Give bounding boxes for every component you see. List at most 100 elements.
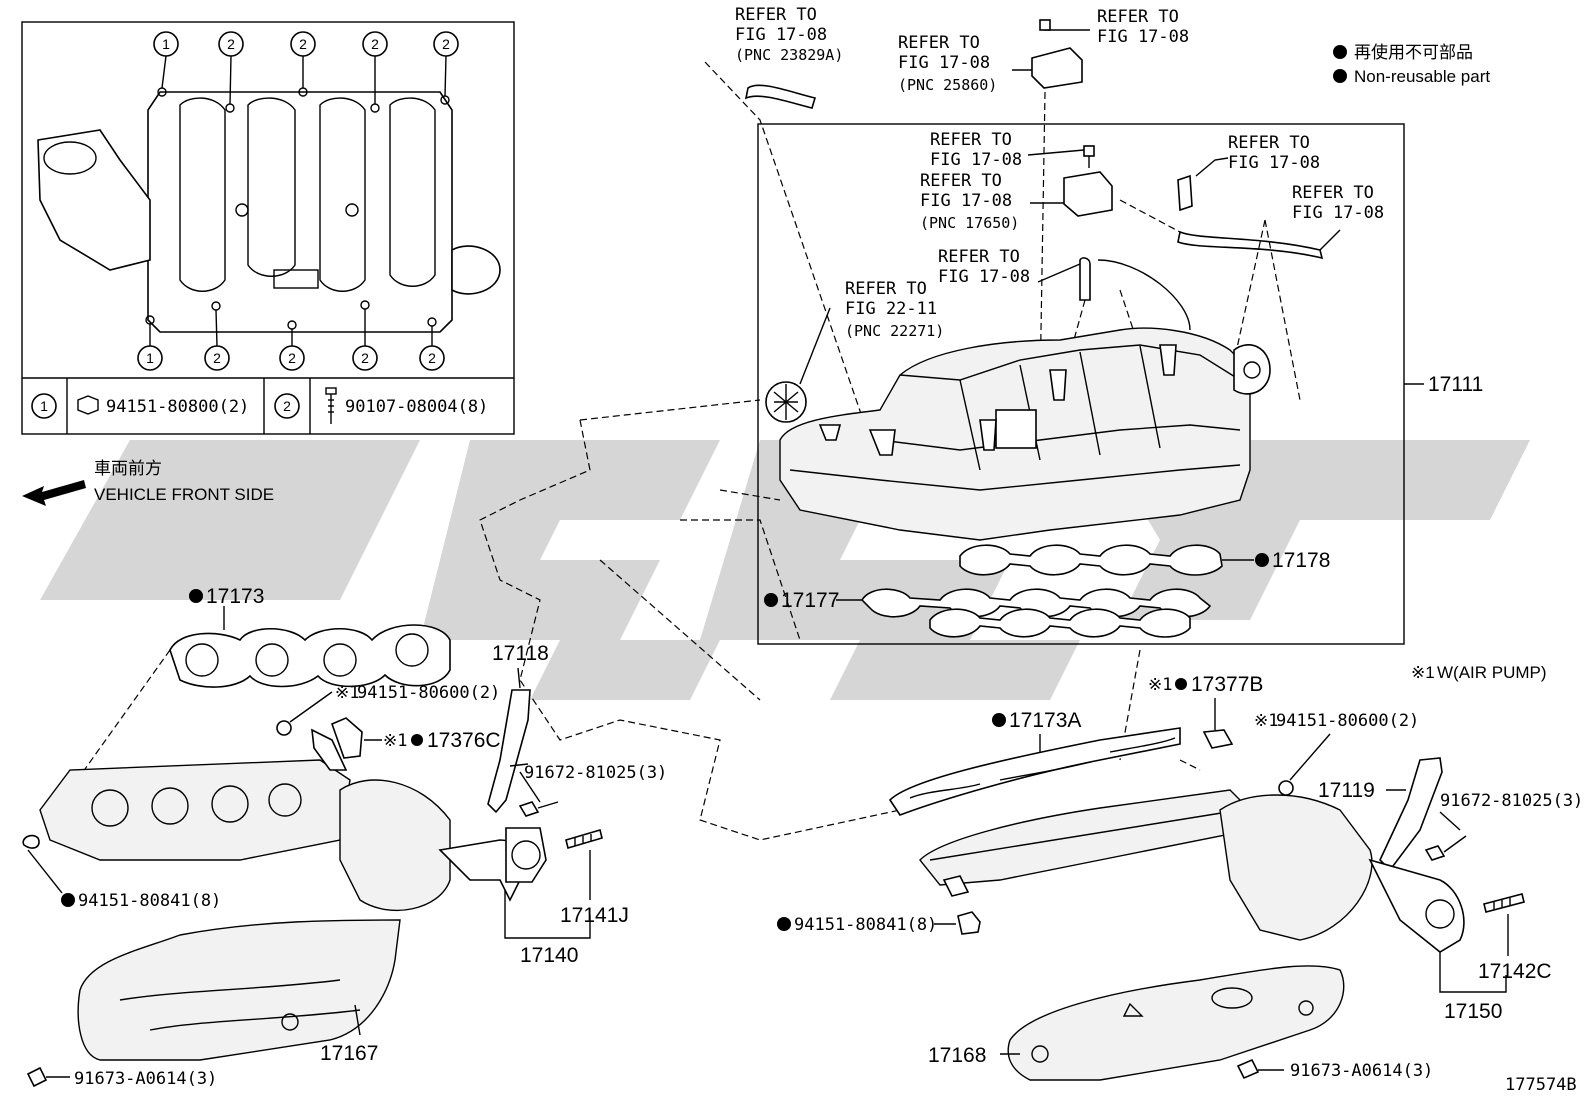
note-mark-2: ※1 [383,731,407,751]
part-91673-A0614-right: 91673-A0614(3) [1290,1061,1433,1081]
svg-text:REFER TO: REFER TO [938,247,1020,267]
note-mark-4: ※1 [1254,711,1278,731]
figure-id: 177574B [1505,1075,1577,1095]
svg-text:FIG 17-08: FIG 17-08 [1228,153,1320,173]
vehicle-front-indicator: 車両前方 VEHICLE FRONT SIDE [22,459,274,506]
nut-icon [77,395,99,415]
svg-text:FIG 17-08: FIG 17-08 [938,267,1030,287]
part-17119: 17119 [1318,779,1375,802]
note-mark-3: ※1 [1148,675,1172,695]
svg-text:FIG 17-08: FIG 17-08 [735,25,827,45]
callout-1-bottom: 1 [146,350,154,366]
part-17177: 17177 [781,589,839,612]
part-17173: 17173 [206,585,264,608]
svg-text:REFER TO: REFER TO [1292,183,1374,203]
part-17140: 17140 [520,944,578,967]
part-91672-81025-right: 91672-81025(3) [1440,791,1583,811]
part-94151-80600-left: 94151-80600(2) [357,683,500,703]
callout-2-bottom-d: 2 [428,350,436,366]
part-17376C: 17376C [427,729,501,752]
legend-en: Non-reusable part [1354,67,1490,86]
inset-callouts-bottom: 1 2 2 2 2 [137,309,445,371]
non-reusable-dot-icon [992,713,1006,727]
vehicle-front-ja: 車両前方 [94,459,162,478]
non-reusable-dot-icon [1333,45,1347,59]
inset-box: 1 2 2 2 2 1 2 2 2 2 1 94151-80800(2) 2 [21,21,515,435]
non-reusable-dot-icon [764,593,778,607]
refer-note-7: REFER TO FIG 17-08 [1292,183,1384,223]
right-exhaust-gasket [888,727,1181,816]
stud-17141J [565,828,603,850]
svg-text:FIG 17-08: FIG 17-08 [1097,27,1189,47]
callout-2-top-d: 2 [442,36,450,52]
part-94151-80600-right: 94151-80600(2) [1276,711,1419,731]
svg-text:REFER TO: REFER TO [1228,133,1310,153]
refer-note-4: REFER TO FIG 17-08 [930,130,1022,170]
refer-notes: REFER TO FIG 17-08 (PNC 23829A) REFER TO… [735,5,1384,340]
svg-text:FIG 17-08: FIG 17-08 [920,191,1012,211]
refer-note-5: REFER TO FIG 17-08 [1228,133,1320,173]
part-17118: 17118 [492,642,549,665]
svg-text:REFER TO: REFER TO [920,171,1002,191]
non-reusable-legend: 再使用不可部品 Non-reusable part [1333,42,1490,86]
right-exhaust-manifold [919,789,1465,953]
svg-text:FIG 17-08: FIG 17-08 [930,150,1022,170]
refer-note-6: REFER TO FIG 17-08 (PNC 17650) [920,171,1019,232]
legend-num-1: 1 [40,398,48,414]
legend-num-2: 2 [283,398,291,414]
part-17173A: 17173A [1009,709,1081,732]
bolt-icon [1424,835,1467,861]
inset-legend: 1 94151-80800(2) 2 90107-08004(8) [31,387,488,424]
svg-text:REFER TO: REFER TO [930,130,1012,150]
callout-2-top-b: 2 [299,36,307,52]
air-pump-note: W(AIR PUMP) [1437,663,1547,682]
intake-manifold-box: 17111 [757,123,1483,645]
note-mark-1: ※1 [335,683,359,703]
inset-intake-manifold-drawing [37,87,501,333]
engine-outline [479,399,1201,841]
stud-17142C [1483,893,1525,913]
left-exhaust-gasket-17173: 17173 [69,585,451,791]
left-heat-shield-17167: 17167 91673-A0614(3) [26,919,401,1089]
legend-part-2: 90107-08004(8) [345,397,488,417]
part-17377B: 17377B [1191,673,1263,696]
legend-part-1: 94151-80800(2) [106,397,249,417]
arrow-left-icon [22,480,86,506]
svg-text:REFER TO: REFER TO [735,5,817,25]
svg-text:FIG 17-08: FIG 17-08 [1292,203,1384,223]
refer-note-2: REFER TO FIG 17-08 [1097,7,1189,47]
svg-text:(PNC 17650): (PNC 17650) [920,214,1019,232]
callout-2-bottom-a: 2 [213,350,221,366]
part-91673-A0614-left: 91673-A0614(3) [74,1069,217,1089]
part-17142C: 17142C [1478,960,1552,983]
part-91672-81025-left: 91672-81025(3) [524,763,667,783]
bolt-icon [325,387,337,424]
bolt-icon [26,1066,70,1088]
left-exhaust-manifold [22,717,547,912]
non-reusable-dot-icon [411,734,423,746]
callout-2-bottom-b: 2 [288,350,296,366]
bolt-icon [518,801,559,817]
top-hose-and-vsv [704,19,1090,441]
part-17141J: 17141J [560,904,629,927]
refer-note-1: REFER TO FIG 17-08 (PNC 23829A) [735,5,843,64]
non-reusable-dot-icon [61,893,75,907]
refer-note-9: REFER TO FIG 22-11 (PNC 22271) [845,279,944,340]
refer-note-3: REFER TO FIG 17-08 (PNC 25860) [898,33,997,94]
svg-text:REFER TO: REFER TO [898,33,980,53]
part-94151-80841-left: 94151-80841(8) [78,891,221,911]
part-17111: 17111 [1428,373,1483,396]
intake-manifold-drawing [779,327,1271,541]
part-17168: 17168 [928,1044,986,1067]
air-pump-mark: ※1 [1411,663,1435,682]
non-reusable-dot-icon [1175,678,1187,690]
svg-text:REFER TO: REFER TO [845,279,927,299]
legend-ja: 再使用不可部品 [1354,42,1473,62]
refer-note-8: REFER TO FIG 17-08 [938,247,1030,287]
inset-callouts-top: 1 2 2 2 2 [153,31,459,105]
non-reusable-dot-icon [777,917,791,931]
callout-2-top-a: 2 [227,36,235,52]
non-reusable-dot-icon [1255,553,1269,567]
left-labels: 17118 ※1 94151-80600(2) ※1 17376C 91672-… [27,642,667,967]
part-17150: 17150 [1444,1000,1502,1023]
